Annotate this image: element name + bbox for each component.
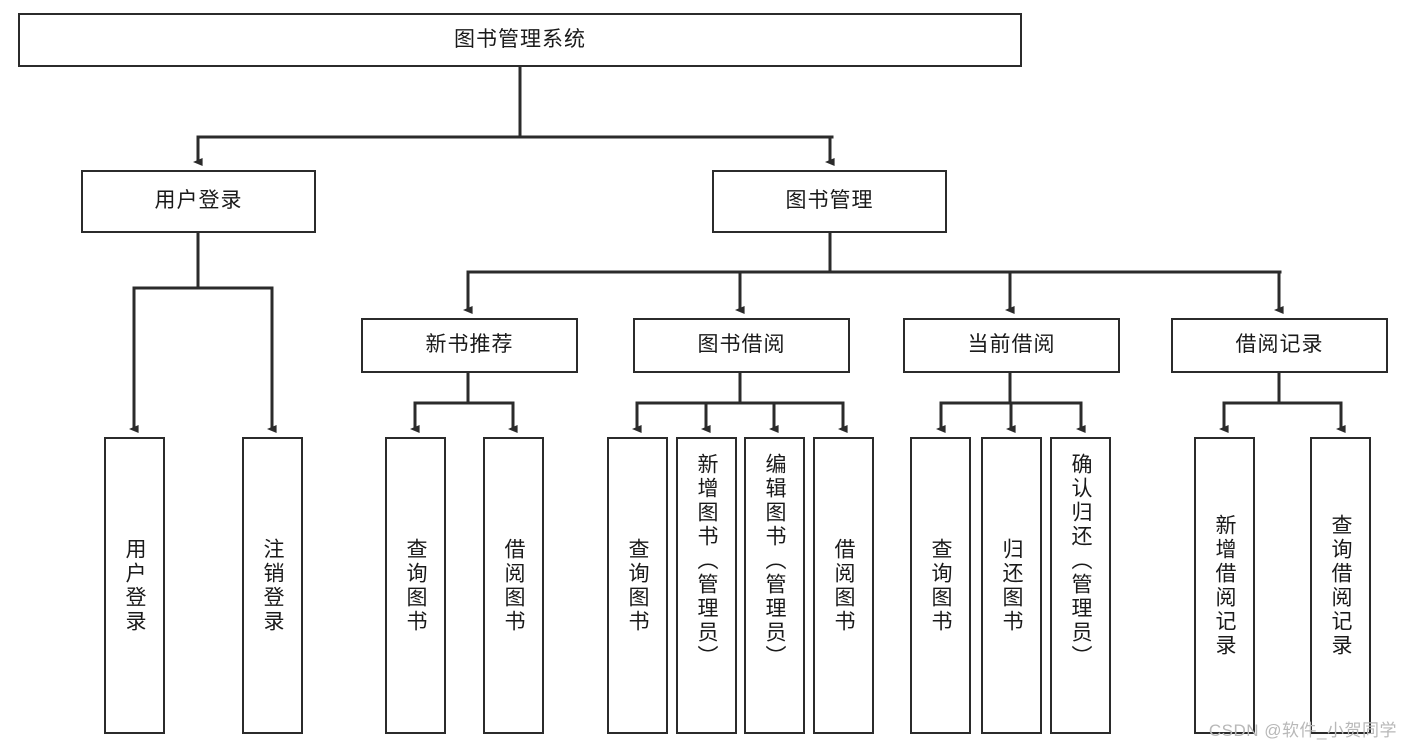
node-label: 查询图书 xyxy=(929,537,952,634)
node-label: 查询图书 xyxy=(626,537,649,634)
node-leaf-borrow-book-recommend[interactable]: 借阅图书 xyxy=(483,437,544,734)
node-leaf-query-book-borrow[interactable]: 查询图书 xyxy=(607,437,668,734)
node-leaf-query-book-recommend[interactable]: 查询图书 xyxy=(385,437,446,734)
node-label: 注销登录 xyxy=(261,537,284,634)
node-label: 新增借阅记录 xyxy=(1213,513,1236,658)
node-label: 图书管理系统 xyxy=(454,27,586,51)
node-label: 归还图书 xyxy=(1000,537,1023,634)
node-label: 借阅图书 xyxy=(832,537,855,634)
node-current-borrow[interactable]: 当前借阅 xyxy=(903,318,1120,373)
node-leaf-query-borrow-record[interactable]: 查询借阅记录 xyxy=(1310,437,1371,734)
node-label: 图书管理 xyxy=(785,189,874,213)
node-leaf-borrow-book[interactable]: 借阅图书 xyxy=(813,437,874,734)
node-user-login[interactable]: 用户登录 xyxy=(81,170,316,233)
node-book-borrow[interactable]: 图书借阅 xyxy=(633,318,850,373)
node-label: 当前借阅 xyxy=(967,333,1056,357)
node-leaf-return-book[interactable]: 归还图书 xyxy=(981,437,1042,734)
node-leaf-edit-book-admin[interactable]: 编辑图书（管理员） xyxy=(744,437,805,734)
node-label: 借阅图书 xyxy=(502,537,525,634)
node-leaf-user-login[interactable]: 用户登录 xyxy=(104,437,165,734)
node-leaf-query-book-current[interactable]: 查询图书 xyxy=(910,437,971,734)
node-book-management[interactable]: 图书管理 xyxy=(712,170,947,233)
node-leaf-add-book-admin[interactable]: 新增图书（管理员） xyxy=(676,437,737,734)
node-label: 图书借阅 xyxy=(697,333,786,357)
watermark: CSDN @软件_小贺同学 xyxy=(1208,721,1397,740)
node-leaf-logout[interactable]: 注销登录 xyxy=(242,437,303,734)
node-label: 确认归还（管理员） xyxy=(1069,453,1092,669)
node-label: 查询借阅记录 xyxy=(1329,513,1352,658)
node-leaf-confirm-return-admin[interactable]: 确认归还（管理员） xyxy=(1050,437,1111,734)
node-borrow-record[interactable]: 借阅记录 xyxy=(1171,318,1388,373)
node-label: 新书推荐 xyxy=(425,333,514,357)
node-label: 新增图书（管理员） xyxy=(695,453,718,669)
node-root-library-system[interactable]: 图书管理系统 xyxy=(18,13,1022,67)
node-label: 借阅记录 xyxy=(1235,333,1324,357)
node-label: 编辑图书（管理员） xyxy=(763,453,786,669)
node-new-book-recommend[interactable]: 新书推荐 xyxy=(361,318,578,373)
node-label: 用户登录 xyxy=(123,537,146,634)
node-leaf-add-borrow-record[interactable]: 新增借阅记录 xyxy=(1194,437,1255,734)
node-label: 查询图书 xyxy=(404,537,427,634)
node-label: 用户登录 xyxy=(154,189,243,213)
